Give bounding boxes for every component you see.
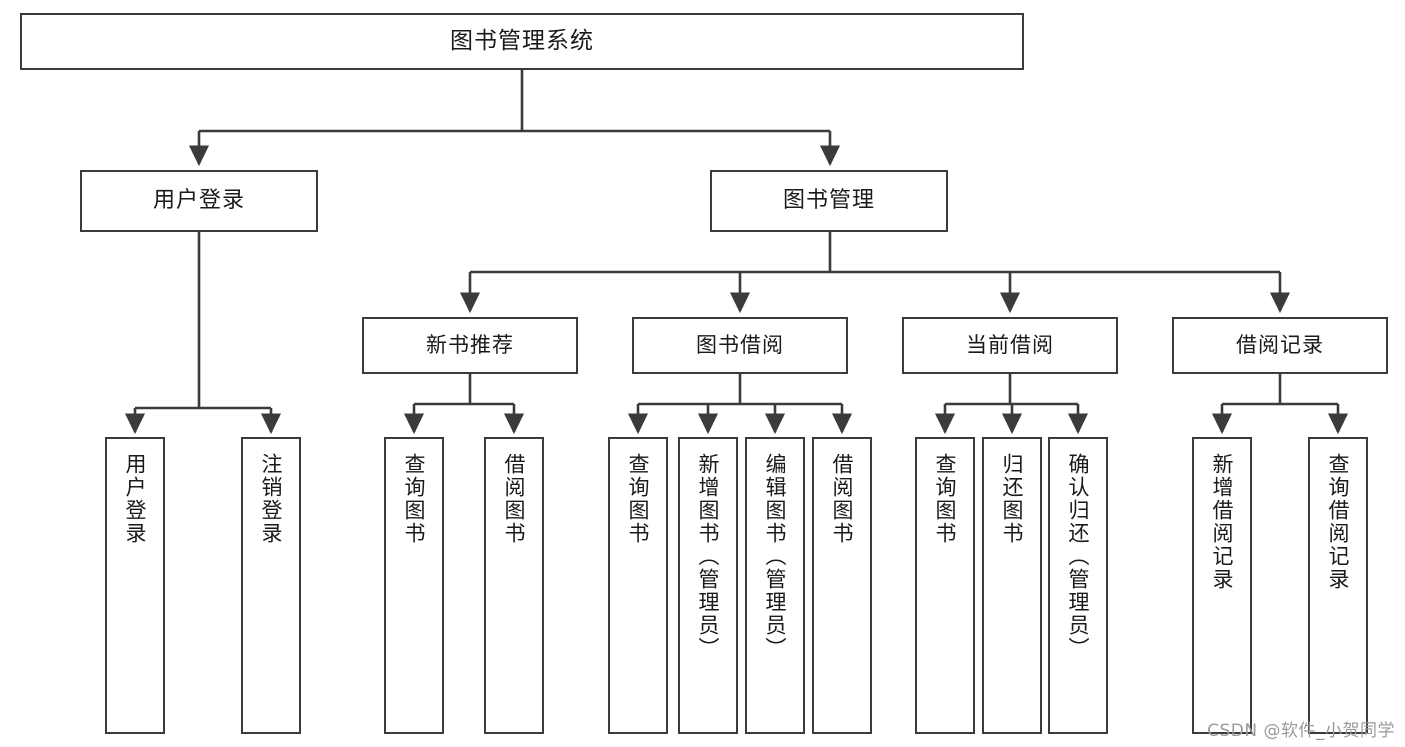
node-current-borrow-label: 当前借阅: [966, 333, 1054, 358]
node-new-book-recommend-label: 新书推荐: [426, 333, 514, 358]
node-book-borrow-label: 图书借阅: [696, 333, 784, 358]
node-leaf-return-book[interactable]: 归还图书: [982, 437, 1042, 734]
node-leaf-query-book-3-label: 查询图书: [933, 453, 958, 545]
node-leaf-borrow-book-2[interactable]: 借阅图书: [812, 437, 872, 734]
node-leaf-return-book-label: 归还图书: [1000, 453, 1025, 545]
node-borrow-record-label: 借阅记录: [1236, 333, 1324, 358]
node-user-login-label: 用户登录: [152, 188, 245, 214]
node-leaf-borrow-book-1[interactable]: 借阅图书: [484, 437, 544, 734]
node-leaf-confirm-return[interactable]: 确认归还（管理员）: [1048, 437, 1108, 734]
node-borrow-record[interactable]: 借阅记录: [1172, 317, 1388, 374]
node-leaf-logout-login[interactable]: 注销登录: [241, 437, 301, 734]
node-leaf-query-book-3[interactable]: 查询图书: [915, 437, 975, 734]
node-leaf-confirm-return-label: 确认归还（管理员）: [1066, 453, 1091, 660]
watermark-text: CSDN @软件_小贺同学: [1207, 721, 1395, 741]
node-leaf-add-book-label: 新增图书（管理员）: [696, 453, 721, 660]
node-book-borrow[interactable]: 图书借阅: [632, 317, 848, 374]
node-leaf-query-book-1-label: 查询图书: [402, 453, 427, 545]
node-leaf-borrow-book-1-label: 借阅图书: [502, 453, 527, 545]
node-book-management[interactable]: 图书管理: [710, 170, 948, 232]
node-root-label: 图书管理系统: [450, 28, 594, 55]
node-leaf-logout-login-label: 注销登录: [259, 453, 284, 545]
node-leaf-borrow-book-2-label: 借阅图书: [830, 453, 855, 545]
node-leaf-query-record[interactable]: 查询借阅记录: [1308, 437, 1368, 734]
node-leaf-query-book-1[interactable]: 查询图书: [384, 437, 444, 734]
node-root[interactable]: 图书管理系统: [20, 13, 1024, 70]
node-leaf-add-book[interactable]: 新增图书（管理员）: [678, 437, 738, 734]
node-leaf-add-record[interactable]: 新增借阅记录: [1192, 437, 1252, 734]
node-leaf-user-login[interactable]: 用户登录: [105, 437, 165, 734]
node-leaf-add-record-label: 新增借阅记录: [1210, 453, 1235, 591]
node-leaf-query-book-2-label: 查询图书: [626, 453, 651, 545]
node-leaf-user-login-label: 用户登录: [123, 453, 148, 545]
node-book-management-label: 图书管理: [782, 188, 875, 214]
node-user-login[interactable]: 用户登录: [80, 170, 318, 232]
node-leaf-edit-book-label: 编辑图书（管理员）: [763, 453, 788, 660]
node-leaf-query-record-label: 查询借阅记录: [1326, 453, 1351, 591]
node-leaf-edit-book[interactable]: 编辑图书（管理员）: [745, 437, 805, 734]
node-current-borrow[interactable]: 当前借阅: [902, 317, 1118, 374]
node-leaf-query-book-2[interactable]: 查询图书: [608, 437, 668, 734]
node-new-book-recommend[interactable]: 新书推荐: [362, 317, 578, 374]
